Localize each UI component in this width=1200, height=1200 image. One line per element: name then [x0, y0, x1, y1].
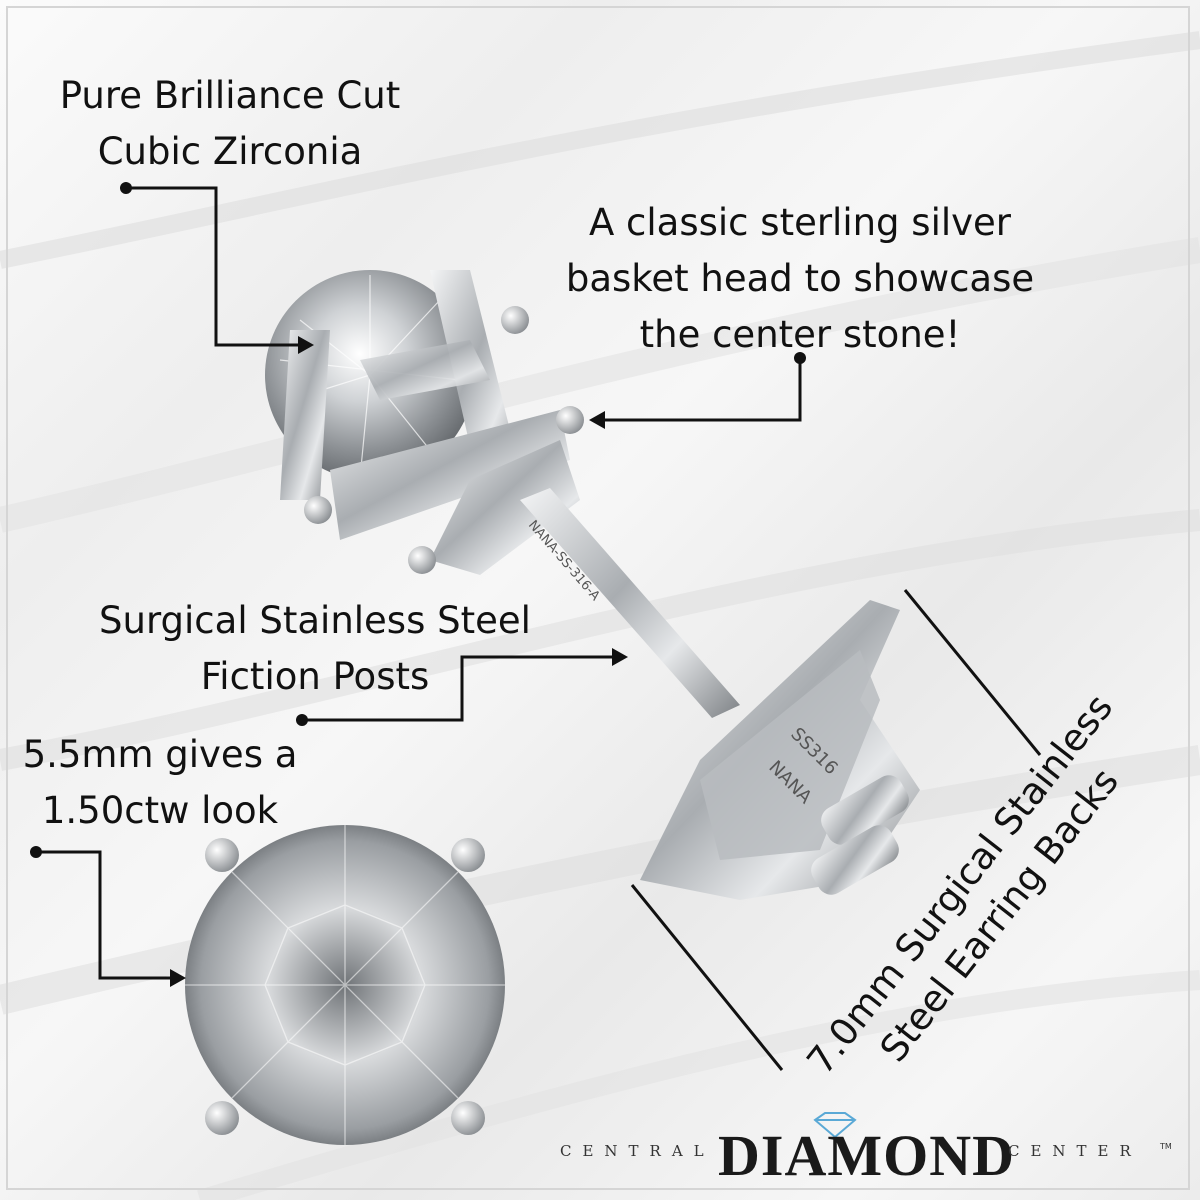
callout-stone-line2: Cubic Zirconia — [97, 130, 363, 173]
callout-stone: Pure Brilliance Cut Cubic Zirconia — [50, 68, 410, 180]
image-border — [6, 6, 1190, 1190]
callout-size-line2: 1.50ctw look — [41, 789, 279, 832]
prong — [451, 838, 485, 872]
prong — [451, 1101, 485, 1135]
stud-head — [265, 270, 584, 575]
diamond-logo-icon — [813, 1112, 857, 1138]
callout-post-line2: Fiction Posts — [200, 655, 430, 698]
leader-markers — [30, 182, 806, 987]
basket-prong — [280, 330, 330, 500]
prong — [205, 1101, 239, 1135]
friction-post: NANA-SS-316-A — [520, 488, 740, 718]
brand-diamond: DIAMOND — [718, 1123, 1015, 1188]
basket-rail — [330, 410, 570, 540]
callout-post-line1: Surgical Stainless Steel — [99, 599, 531, 642]
brand-trademark: TM — [1160, 1142, 1172, 1151]
callout-size: 5.5mm gives a 1.50ctw look — [10, 727, 310, 839]
basket-base — [430, 440, 580, 575]
top-view-gem — [185, 825, 505, 1145]
brand-center: CENTER — [1008, 1142, 1142, 1160]
leader-lines — [36, 186, 1042, 1071]
callout-stone-line1: Pure Brilliance Cut — [59, 74, 401, 117]
brand-central: CENTRAL — [560, 1142, 715, 1160]
callout-basket-line1: A classic sterling silver — [588, 201, 1012, 244]
prong — [205, 838, 239, 872]
callout-basket-line3: the center stone! — [639, 313, 961, 356]
callout-basket-line2: basket head to showcase — [565, 257, 1035, 300]
callout-basket: A classic sterling silver basket head to… — [540, 195, 1060, 363]
earring-back: SS316 NANA — [640, 600, 920, 900]
callout-post: Surgical Stainless Steel Fiction Posts — [85, 593, 545, 705]
basket-rail — [360, 340, 490, 400]
callout-size-line1: 5.5mm gives a — [22, 733, 298, 776]
brand-logo: CENTRAL DIAMOND CENTER TM — [560, 1112, 1180, 1190]
